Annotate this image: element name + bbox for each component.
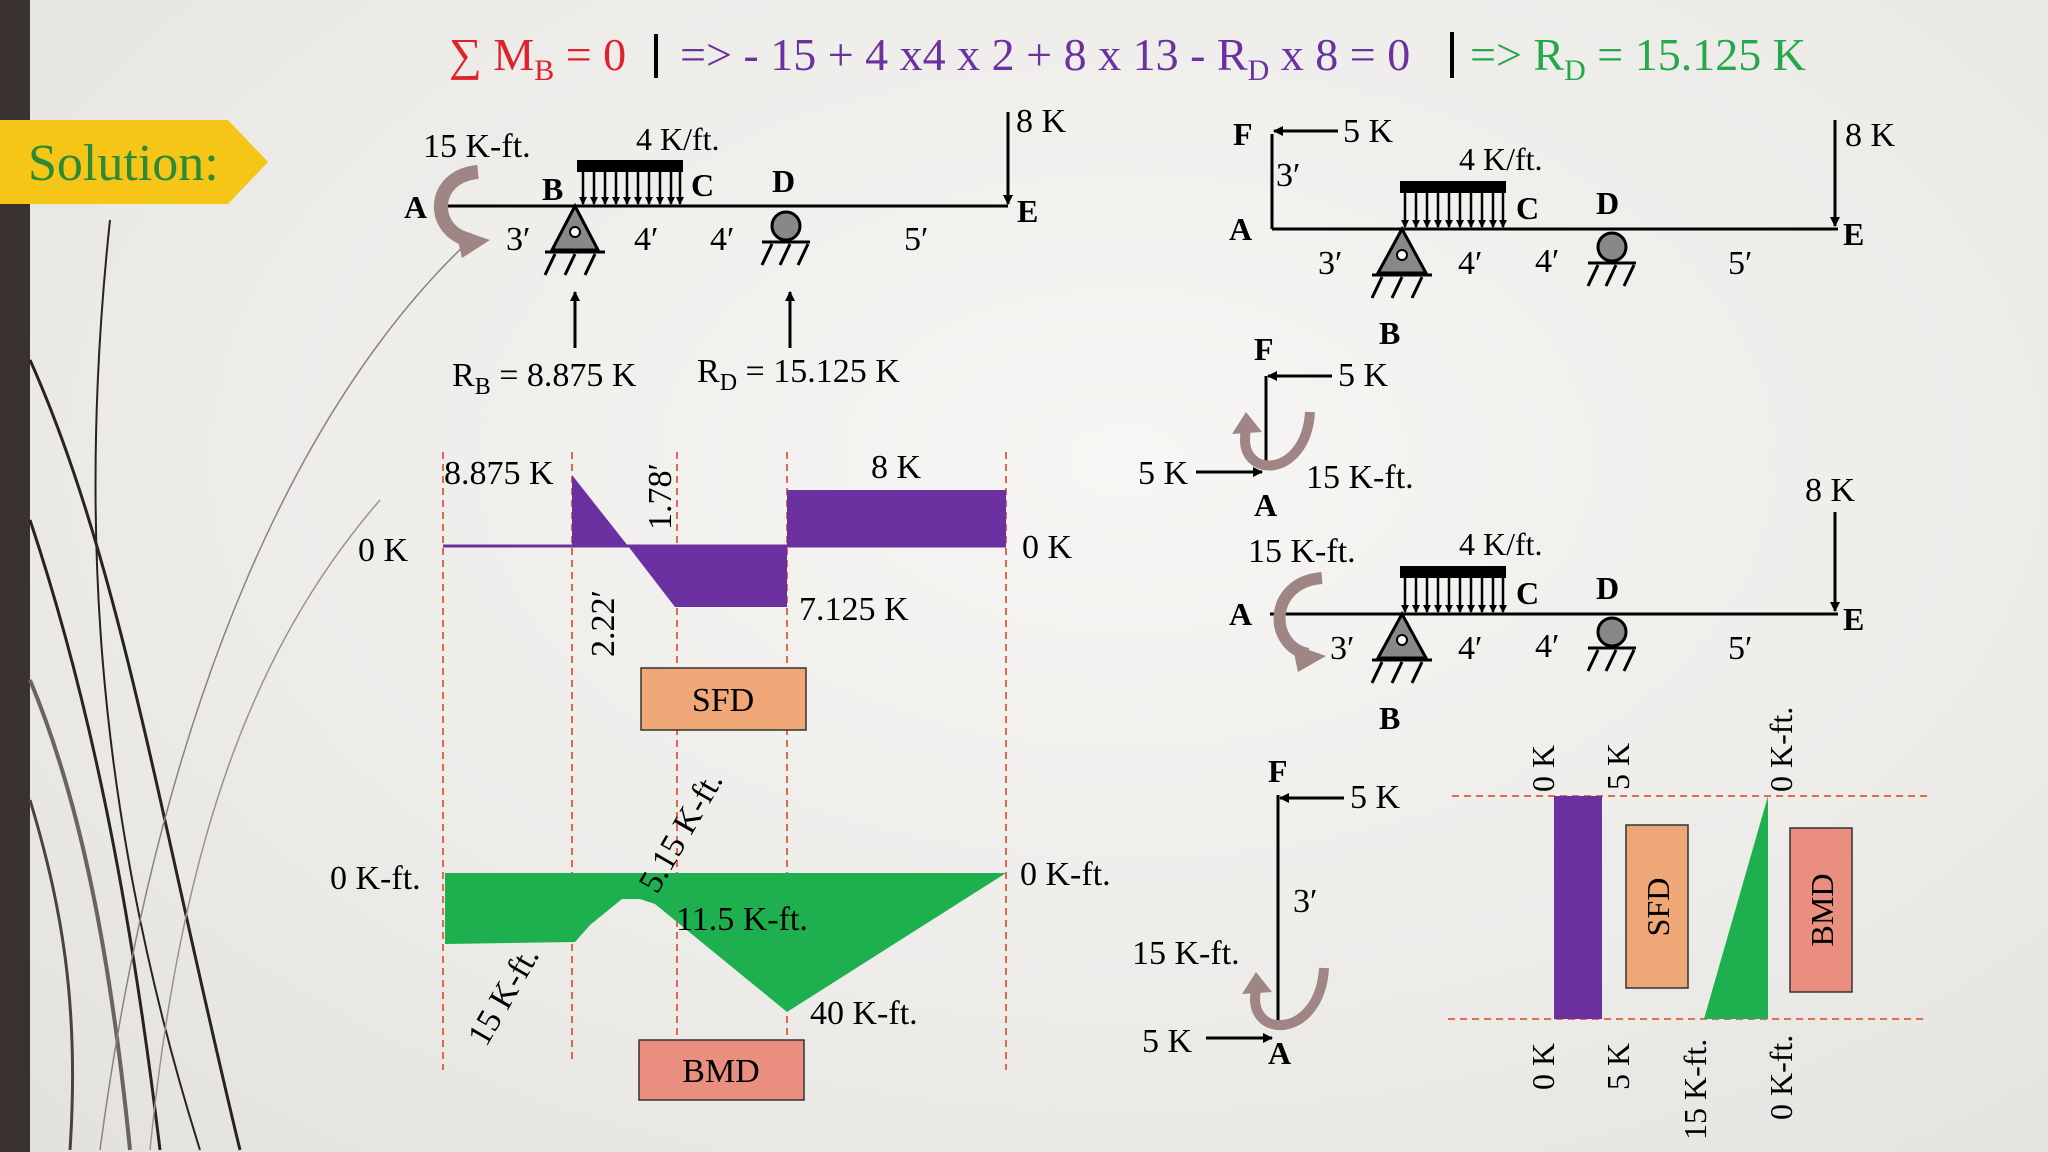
svg-text:4′: 4′ (710, 221, 734, 258)
svg-text:15 K-ft.: 15 K-ft. (1306, 459, 1414, 496)
svg-text:E: E (1843, 216, 1864, 252)
beam-diagram-reduced: 15 K-ft. 4 K/ft. 8 K A B C D E 3′ 4′ 4′ … (1229, 472, 1864, 736)
svg-text:BMD: BMD (1804, 874, 1840, 947)
svg-text:=> RD = 15.125 K: => RD = 15.125 K (1470, 29, 1806, 87)
svg-text:4′: 4′ (634, 221, 658, 258)
svg-text:0 K-ft.: 0 K-ft. (1763, 707, 1799, 792)
column-free-body: F 5 K 5 K 15 K-ft. A (1138, 331, 1414, 523)
svg-text:D: D (1596, 570, 1619, 606)
svg-text:=> - 15 + 4 x4 x 2 + 8 x 13 -: => - 15 + 4 x4 x 2 + 8 x 13 - RD x 8 = 0 (680, 29, 1410, 87)
svg-text:3′: 3′ (1330, 630, 1354, 667)
svg-text:15 K-ft.: 15 K-ft. (1248, 533, 1356, 570)
svg-text:F: F (1233, 116, 1253, 152)
svg-text:15 K-ft.: 15 K-ft. (1677, 1039, 1713, 1140)
svg-text:3′: 3′ (1293, 883, 1317, 920)
svg-text:C: C (691, 167, 714, 203)
svg-text:5′: 5′ (904, 221, 928, 258)
svg-text:0 K-ft.: 0 K-ft. (1020, 856, 1111, 893)
svg-text:∑ MB = 0: ∑ MB = 0 (449, 29, 626, 87)
svg-text:8 K: 8 K (1016, 103, 1067, 140)
shear-force-diagram: 8.875 K 0 K 0 K 1.78′ 2.22′ 7.125 K 8 K … (358, 449, 1073, 731)
svg-text:C: C (1516, 190, 1539, 226)
svg-text:0 K: 0 K (1022, 529, 1073, 566)
svg-text:4′: 4′ (1458, 630, 1482, 667)
svg-text:B: B (542, 171, 563, 207)
svg-text:8.875 K: 8.875 K (444, 455, 554, 492)
svg-text:SFD: SFD (1640, 878, 1676, 937)
beam-diagram-with-column: F 5 K 3′ 4 K/ft. 8 K A B C D E 3′ 4′ 4′ … (1229, 113, 1896, 351)
svg-text:1.78′: 1.78′ (642, 463, 679, 530)
solution-tag: Solution: (0, 120, 268, 204)
svg-text:RD = 15.125 K: RD = 15.125 K (697, 353, 900, 396)
column-sfd-bmd: SFD BMD 0 K 5 K 0 K 5 K 0 K-ft. 15 K-ft.… (1448, 707, 1930, 1140)
svg-text:4′: 4′ (1535, 628, 1559, 665)
svg-text:40 K-ft.: 40 K-ft. (810, 995, 918, 1032)
svg-text:SFD: SFD (692, 682, 754, 719)
svg-text:A: A (1229, 596, 1252, 632)
svg-text:4′: 4′ (1535, 243, 1559, 280)
svg-text:F: F (1268, 753, 1288, 789)
equilibrium-equation: ∑ MB = 0 => - 15 + 4 x4 x 2 + 8 x 13 - R… (449, 29, 1806, 87)
svg-text:4 K/ft.: 4 K/ft. (636, 121, 720, 157)
svg-text:5 K: 5 K (1600, 1043, 1636, 1090)
svg-text:5 K: 5 K (1338, 357, 1389, 394)
svg-text:15 K-ft.: 15 K-ft. (423, 128, 531, 165)
svg-text:5′: 5′ (1728, 245, 1752, 282)
svg-text:3′: 3′ (506, 221, 530, 258)
svg-text:A: A (1254, 487, 1277, 523)
svg-text:2.22′: 2.22′ (585, 590, 622, 657)
bending-moment-diagram: 0 K-ft. 0 K-ft. 15 K-ft. 5.15 K-ft. 11.5… (330, 765, 1111, 1101)
svg-text:15 K-ft.: 15 K-ft. (1132, 935, 1240, 972)
tag-shape (0, 120, 268, 204)
svg-text:8 K: 8 K (1805, 472, 1856, 509)
svg-text:A: A (1268, 1035, 1291, 1071)
svg-text:0 K: 0 K (1525, 745, 1561, 792)
svg-text:5 K: 5 K (1600, 743, 1636, 790)
svg-text:5 K: 5 K (1350, 779, 1401, 816)
svg-text:3′: 3′ (1318, 245, 1342, 282)
svg-text:0 K-ft.: 0 K-ft. (1763, 1035, 1799, 1120)
decorative-curves (28, 219, 471, 1151)
svg-text:8 K: 8 K (871, 449, 922, 486)
svg-text:B: B (1379, 700, 1400, 736)
beam-diagram-main: 15 K-ft. 4 K/ft. 8 K A B C D E 3′ 4′ 4′ … (404, 103, 1067, 400)
svg-text:C: C (1516, 575, 1539, 611)
svg-text:B: B (1379, 315, 1400, 351)
svg-text:4 K/ft.: 4 K/ft. (1459, 141, 1543, 177)
svg-text:3′: 3′ (1276, 157, 1300, 194)
svg-text:0 K: 0 K (1525, 1043, 1561, 1090)
column-diagram: F 5 K 3′ 15 K-ft. 5 K A (1132, 753, 1401, 1071)
svg-text:A: A (1229, 211, 1252, 247)
solution-label: Solution: (28, 135, 219, 192)
svg-text:4′: 4′ (1458, 245, 1482, 282)
svg-text:5′: 5′ (1728, 630, 1752, 667)
svg-text:E: E (1843, 601, 1864, 637)
udl-bar (577, 160, 683, 172)
svg-text:5 K: 5 K (1343, 113, 1394, 150)
svg-text:F: F (1254, 331, 1274, 367)
svg-text:0 K: 0 K (358, 532, 409, 569)
svg-text:D: D (1596, 185, 1619, 221)
svg-text:5 K: 5 K (1138, 455, 1189, 492)
svg-text:A: A (404, 189, 427, 225)
svg-text:4 K/ft.: 4 K/ft. (1459, 526, 1543, 562)
svg-text:E: E (1017, 193, 1038, 229)
svg-text:BMD: BMD (682, 1053, 759, 1090)
svg-text:RB = 8.875 K: RB = 8.875 K (452, 357, 637, 400)
svg-text:5 K: 5 K (1142, 1023, 1193, 1060)
svg-text:11.5 K-ft.: 11.5 K-ft. (676, 901, 808, 938)
svg-text:8 K: 8 K (1845, 117, 1896, 154)
svg-text:0 K-ft.: 0 K-ft. (330, 860, 421, 897)
svg-text:15 K-ft.: 15 K-ft. (461, 940, 547, 1052)
svg-text:D: D (772, 163, 795, 199)
svg-text:7.125 K: 7.125 K (799, 591, 909, 628)
